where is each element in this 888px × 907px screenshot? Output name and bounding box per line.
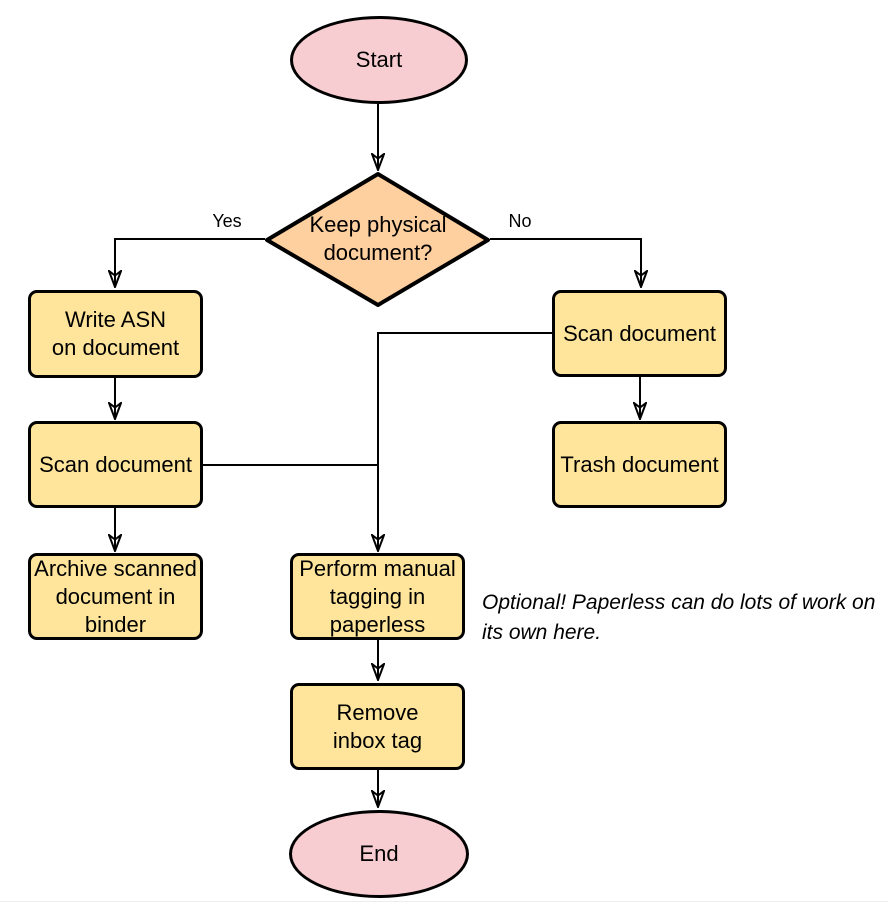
bottom-divider (0, 901, 888, 902)
decision-diamond-shape (265, 172, 490, 307)
no-edge-label: No (508, 211, 532, 231)
edge-decision-no (490, 238, 641, 286)
remove-inbox-tag-node: Remove inbox tag (290, 683, 465, 770)
decision-node-label: Keep physical document? (309, 212, 447, 265)
scan-document-left-node: Scan document (28, 421, 203, 508)
write-asn-node: Write ASN on document (28, 290, 203, 378)
edge-scanright-to-tagging (378, 332, 552, 550)
yes-edge-label: Yes (212, 211, 242, 231)
edge-decision-yes (115, 238, 265, 286)
trash-document-node: Trash document (552, 421, 727, 508)
end-node: End (289, 810, 469, 898)
archive-document-node: Archive scanned document in binder (28, 553, 203, 640)
optional-note-text: Optional! Paperless can do lots of work … (482, 591, 876, 644)
start-node: Start (290, 16, 468, 104)
scan-document-right-node: Scan document (552, 290, 727, 377)
manual-tagging-node: Perform manual tagging in paperless (290, 553, 465, 640)
